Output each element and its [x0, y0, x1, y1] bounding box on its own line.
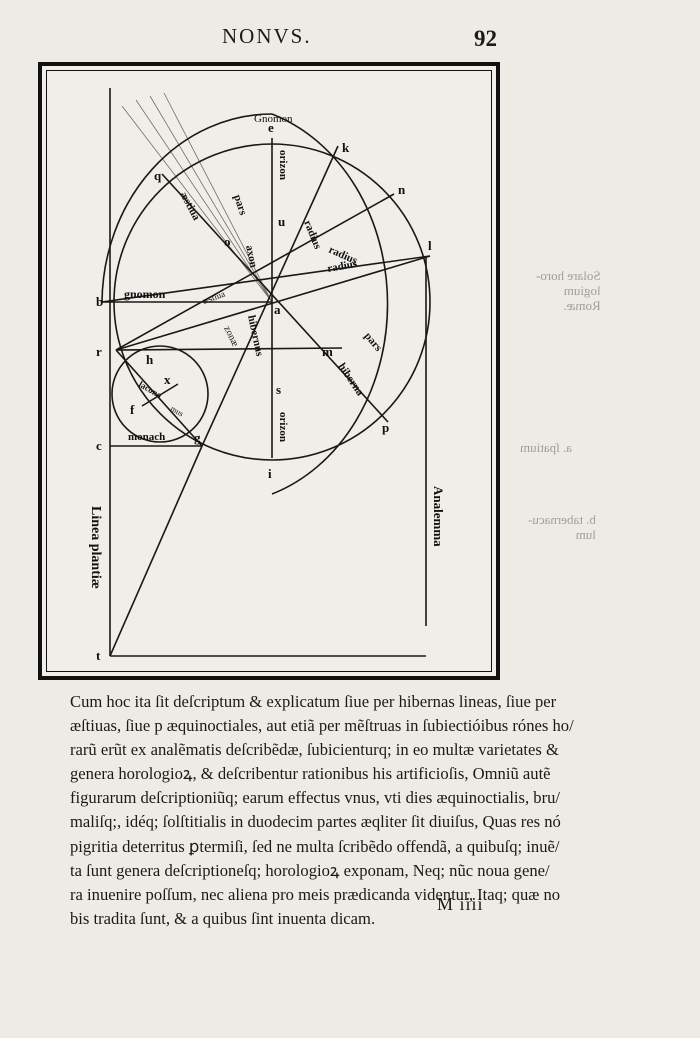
signature-mark: M iiii [437, 894, 484, 914]
line-l-r [115, 255, 431, 351]
text-line: ra inuenire poſſum, nec aliena pro meis … [70, 884, 561, 904]
analemma-figure: e k q n l b r c t h f g x o u a m s i p [38, 62, 500, 680]
label-pars-right: pars [362, 330, 385, 354]
label-u: u [278, 214, 285, 229]
diagram-letters: e k q n l b r c t h f g x o u a m s i p [96, 120, 432, 663]
text-line: genera horologioꝝ, & deſcribentur ration… [70, 764, 551, 784]
line-g-t [109, 445, 203, 657]
line-k [201, 145, 339, 447]
text-line: rarũ erũt ex analẽmatis deſcribẽdæ, ſubi… [70, 740, 559, 760]
label-q: q [154, 168, 162, 183]
sun-rays [121, 92, 273, 303]
label-aestiua-small: æstiua [201, 289, 226, 306]
line-q-p [161, 173, 389, 423]
label-lacono: lacono [137, 379, 164, 400]
text-line: bis tradita ſunt, & a quibus ſint inuent… [70, 908, 376, 928]
label-i: i [268, 466, 272, 481]
label-e: e [268, 120, 274, 135]
text-line: pigritia deterritus ꝑtermiſi, ſed ne mul… [70, 836, 560, 856]
label-zonae: zonæ [221, 324, 240, 348]
label-linea-plantiae: Linea plantiæ [88, 506, 103, 589]
label-o: o [224, 234, 231, 249]
bleed-through-text: b. tabernacu-lum [528, 512, 596, 542]
label-mus: mus [169, 404, 185, 418]
diagram-words: Gnomon gnomon orizon orizon axon æstiua … [88, 113, 446, 589]
analemma-diagram: e k q n l b r c t h f g x o u a m s i p [88, 88, 446, 663]
text-line: æſtiuas, ſiue p æquinoctiales, aut etiã … [70, 716, 574, 736]
text-line: Cum hoc ita ſit deſcriptum & explicatum … [70, 692, 557, 711]
line-r-m [115, 347, 343, 351]
page-number: 92 [474, 26, 497, 51]
label-k: k [342, 140, 350, 155]
label-axon: axon [243, 244, 259, 269]
label-hiberna: hiberna [336, 361, 367, 399]
label-f: f [130, 402, 135, 417]
horizontal-line [101, 255, 431, 303]
label-h: h [146, 352, 154, 367]
line-f [141, 383, 179, 407]
text-line: figurarum deſcriptioniũq; earum effectus… [70, 788, 561, 808]
label-hibernus: hibernus [245, 314, 266, 358]
body-paragraph: Cum hoc ita ſit deſcriptum & explicatum … [70, 690, 574, 931]
page-title: NONVS. [222, 24, 312, 48]
label-orizon-bottom: orizon [277, 412, 289, 442]
line-r-g [115, 349, 203, 447]
label-monach: monach [128, 431, 165, 443]
label-s: s [276, 382, 281, 397]
label-g: g [194, 430, 201, 445]
label-a: a [274, 302, 281, 317]
label-p: p [382, 420, 389, 435]
label-t: t [96, 648, 101, 663]
line-n-r [115, 193, 395, 351]
small-circle [111, 345, 209, 443]
label-gnomon-left: gnomon [124, 287, 166, 301]
label-m: m [322, 344, 333, 359]
label-x: x [164, 372, 171, 387]
label-c: c [96, 438, 102, 453]
label-l: l [428, 238, 432, 253]
text-line: maliſq;, idéq; ſolſtitialis in duodecim … [70, 812, 561, 832]
label-gnomon-top: Gnomon [254, 113, 293, 125]
outer-arc [271, 113, 389, 495]
label-pars-top: pars [231, 193, 249, 217]
label-r: r [96, 344, 102, 359]
label-n: n [398, 182, 406, 197]
diagram-lines [101, 88, 431, 657]
label-orizon-top: orizon [277, 150, 289, 180]
label-radius-3: radius [326, 258, 358, 275]
outer-arc-left [101, 113, 273, 303]
label-analemma: Analemma [431, 486, 446, 547]
text-line: ta ſunt genera deſcriptioneſq; horologio… [70, 860, 550, 880]
bleed-through-text: a. ſpatium [520, 440, 572, 455]
label-b: b [96, 294, 103, 309]
